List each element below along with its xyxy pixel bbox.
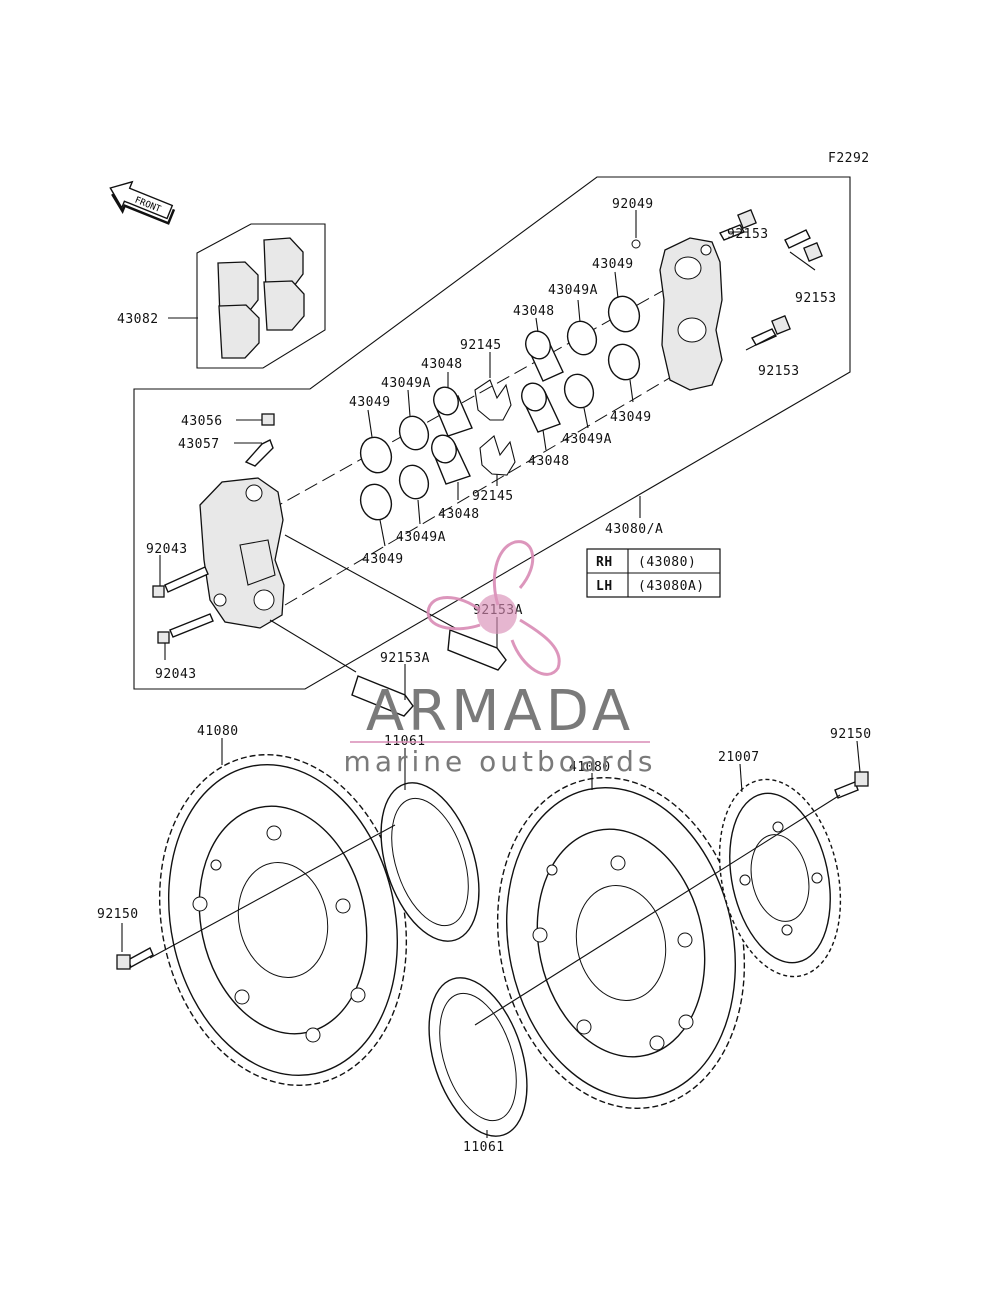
label-92145-bottom: 92145 xyxy=(472,489,514,504)
label-43049a-bottom: 43049A xyxy=(396,530,446,545)
part-labels: 43082 92049 43049 43049A 43048 92145 430… xyxy=(97,197,872,1155)
label-43049a-right: 43049A xyxy=(562,432,612,447)
label-43056: 43056 xyxy=(181,414,223,429)
variant-table: RH (43080) LH (43080A) xyxy=(586,548,721,598)
label-92153-3: 92153 xyxy=(758,364,800,379)
axis-line-2 xyxy=(284,359,701,606)
front-arrow-icon: FRONT xyxy=(109,180,176,225)
bleeder-parts xyxy=(244,413,275,467)
mounting-bolts xyxy=(152,566,214,644)
label-43049-right: 43049 xyxy=(610,410,652,425)
assembly-line-left xyxy=(149,824,396,959)
brake-disc-left xyxy=(158,754,408,1086)
label-43049-bottom: 43049 xyxy=(362,552,404,567)
shims xyxy=(380,782,528,1137)
caliper-right xyxy=(659,237,723,391)
label-43048-mid: 43048 xyxy=(421,357,463,372)
label-43082: 43082 xyxy=(117,312,159,327)
sensor-ring xyxy=(718,778,842,978)
label-43048-bottom: 43048 xyxy=(438,507,480,522)
caliper-left xyxy=(199,477,285,629)
table-side-lh: LH xyxy=(596,579,613,594)
label-43049-top: 43049 xyxy=(592,257,634,272)
label-92049: 92049 xyxy=(612,197,654,212)
watermark-tagline: marine outboards xyxy=(344,745,657,778)
watermark-brand: ARMADA xyxy=(366,679,634,744)
label-43057: 43057 xyxy=(178,437,220,452)
propeller-logo-icon xyxy=(426,540,561,676)
assembly-line-right xyxy=(474,794,841,1026)
label-43049a-mid: 43049A xyxy=(381,376,431,391)
disc-screws xyxy=(116,771,869,970)
assembly-outline xyxy=(133,176,851,690)
label-43049a-top: 43049A xyxy=(548,283,598,298)
table-part-lh: (43080A) xyxy=(638,579,705,594)
label-92150-left: 92150 xyxy=(97,907,139,922)
watermark: ARMADA marine outboards xyxy=(344,540,657,778)
label-92043-top: 92043 xyxy=(146,542,188,557)
label-43048-top: 43048 xyxy=(513,304,555,319)
pad-springs xyxy=(474,379,516,476)
brake-pads xyxy=(217,237,305,359)
pistons xyxy=(431,330,564,485)
pads-outline xyxy=(196,223,326,369)
label-43048-right: 43048 xyxy=(528,454,570,469)
label-92153a-2: 92153A xyxy=(380,651,430,666)
label-92145-top: 92145 xyxy=(460,338,502,353)
label-43049-mid: 43049 xyxy=(349,395,391,410)
label-41080-right: 41080 xyxy=(569,760,611,775)
label-43080a: 43080/A xyxy=(605,522,663,537)
seals xyxy=(359,295,641,521)
label-92043-bottom: 92043 xyxy=(155,667,197,682)
diagram-code: F2292 xyxy=(828,151,870,166)
label-92150-right: 92150 xyxy=(830,727,872,742)
table-part-rh: (43080) xyxy=(638,555,696,570)
label-21007: 21007 xyxy=(718,750,760,765)
label-11061-bottom: 11061 xyxy=(463,1140,505,1155)
label-92153-1: 92153 xyxy=(727,227,769,242)
label-41080-left: 41080 xyxy=(197,724,239,739)
label-92153-2: 92153 xyxy=(795,291,837,306)
table-side-rh: RH xyxy=(596,555,613,570)
brake-disc-right xyxy=(496,777,746,1109)
leader-lines xyxy=(121,210,861,1138)
